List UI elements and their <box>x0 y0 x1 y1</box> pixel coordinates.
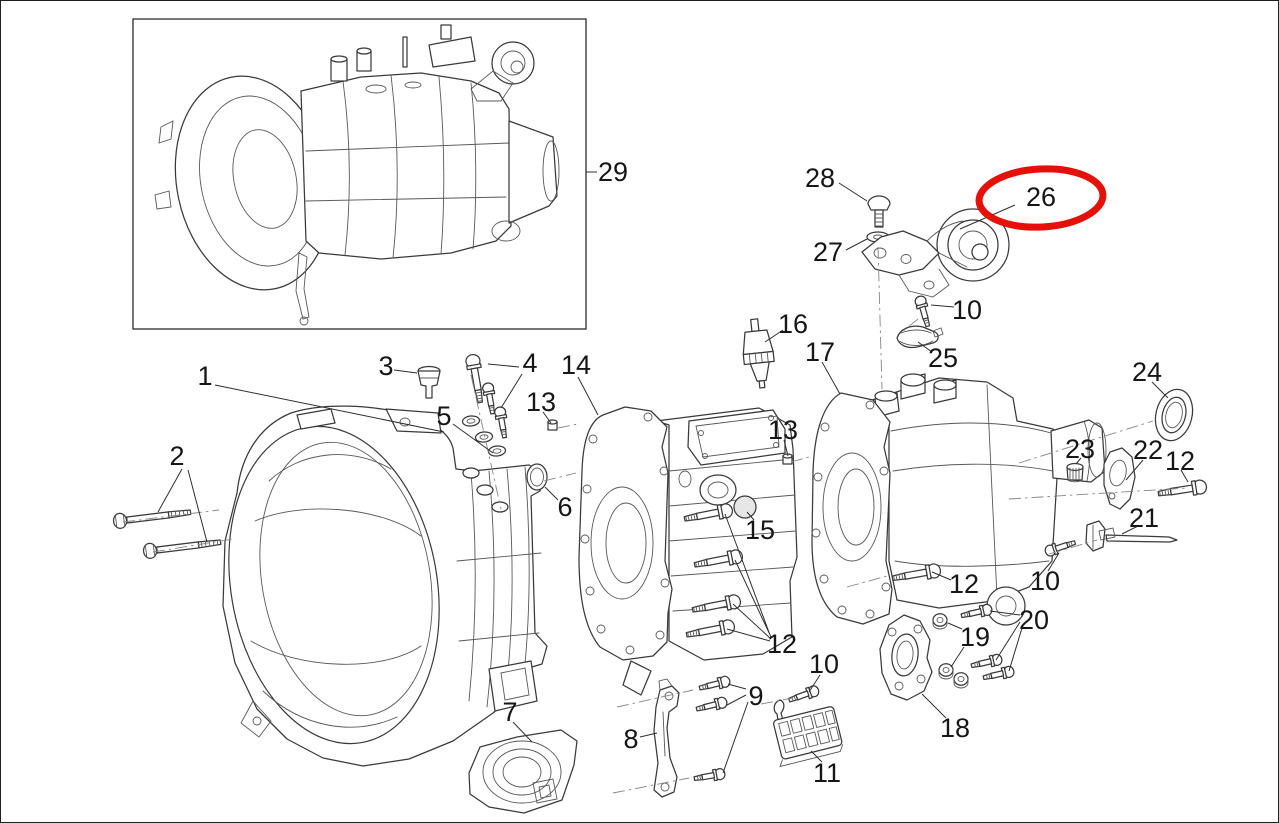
callout-26: 26 <box>1026 182 1056 212</box>
callout-15: 15 <box>745 515 775 545</box>
part-bolt-10-top <box>913 294 934 329</box>
callout-20: 20 <box>1019 605 1049 635</box>
callout-leader-lines <box>157 171 1189 774</box>
callout-2: 2 <box>169 441 184 471</box>
callout-5: 5 <box>436 401 451 431</box>
part-bolt-12-right <box>1156 478 1209 502</box>
callout-14: 14 <box>561 350 591 380</box>
part-intermediate-housing-14 <box>578 406 798 696</box>
part-breather-plug-3 <box>417 365 441 399</box>
part-bolts-9 <box>692 674 732 785</box>
callout-10-right: 10 <box>1030 566 1060 596</box>
part-clutch-housing <box>222 405 548 767</box>
callout-13-right: 13 <box>768 415 798 445</box>
inset-assembly-box <box>132 18 587 330</box>
callout-29: 29 <box>598 157 628 187</box>
callout-10-bottom: 10 <box>809 649 839 679</box>
callout-22: 22 <box>1133 435 1163 465</box>
part-rear-housing-17 <box>811 373 1107 626</box>
callout-18: 18 <box>940 713 970 743</box>
part-clamp-25 <box>896 325 944 349</box>
part-bolts-2 <box>112 504 223 560</box>
part-bolt-28 <box>867 195 891 228</box>
part-engine-mount-26 <box>861 208 1010 298</box>
callout-8: 8 <box>623 724 638 754</box>
callout-7: 7 <box>502 697 517 727</box>
part-bolt-10-bottom <box>786 683 821 706</box>
callout-10-top: 10 <box>952 295 982 325</box>
highlight-ellipse-26 <box>975 165 1107 231</box>
callout-12-mid: 12 <box>949 569 979 599</box>
callout-labels: 1 2 3 4 5 6 7 8 9 10 10 10 11 12 12 12 1… <box>169 157 1195 788</box>
callout-9: 9 <box>748 681 763 711</box>
inset-gearbox-drawing <box>154 24 560 326</box>
part-bracket-8 <box>653 678 680 798</box>
callout-27: 27 <box>813 237 843 267</box>
part-plug-15 <box>733 495 757 519</box>
callout-12-center: 12 <box>767 629 797 659</box>
callout-21: 21 <box>1129 503 1159 533</box>
part-pin-13-left <box>547 419 558 431</box>
callout-23: 23 <box>1065 434 1095 464</box>
callout-19: 19 <box>960 622 990 652</box>
callout-6: 6 <box>557 492 572 522</box>
part-pad-11 <box>773 699 844 768</box>
callout-25: 25 <box>928 343 958 373</box>
callout-4: 4 <box>522 348 537 378</box>
callout-28: 28 <box>805 163 835 193</box>
part-mount-flange-18 <box>879 614 933 701</box>
part-rod-21 <box>1085 520 1178 552</box>
part-bracket-plate-22 <box>1103 447 1136 510</box>
part-oring-6 <box>526 463 548 491</box>
callout-1: 1 <box>197 361 212 391</box>
part-seal-ring-24 <box>1154 388 1194 442</box>
part-cover-7 <box>468 729 578 814</box>
callout-24: 24 <box>1132 357 1162 387</box>
callout-3: 3 <box>378 351 393 381</box>
part-switch-16 <box>742 318 775 389</box>
part-plug-23 <box>1066 462 1084 483</box>
assembly-axes <box>122 246 1188 794</box>
callout-12-right: 12 <box>1165 446 1195 476</box>
callout-13-left: 13 <box>526 387 556 417</box>
callout-17: 17 <box>805 337 835 367</box>
callout-11: 11 <box>813 758 841 788</box>
callout-16: 16 <box>778 309 808 339</box>
